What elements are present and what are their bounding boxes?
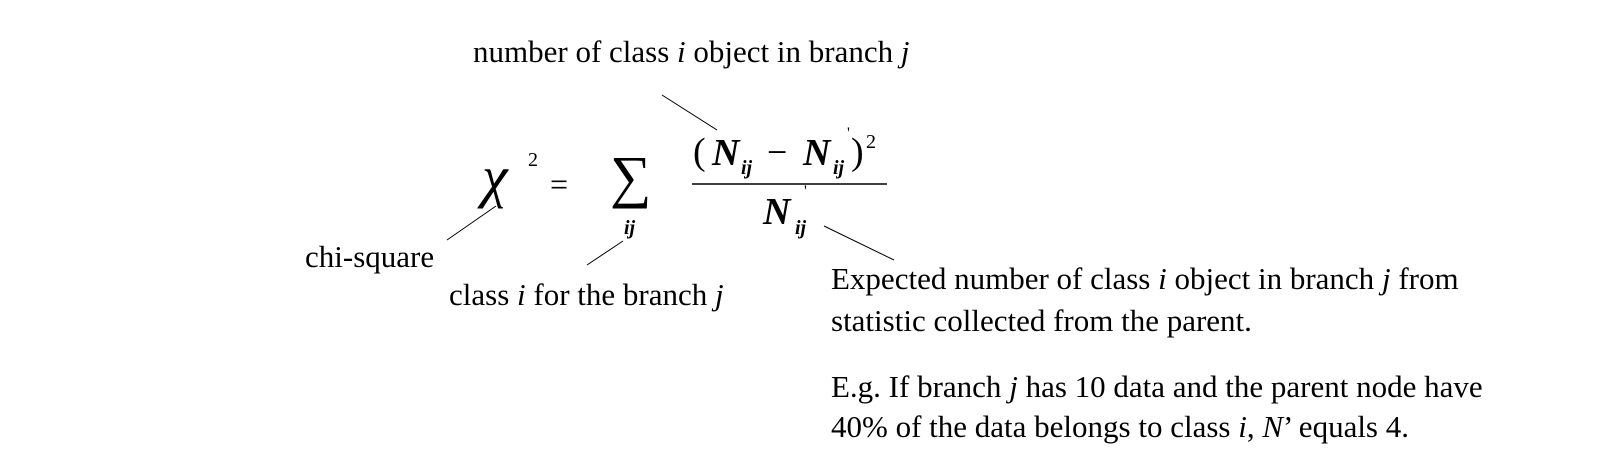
numerator-close-paren: ) — [851, 131, 864, 173]
denominator-pointer-line — [823, 225, 895, 261]
numerator-pointer-line — [661, 94, 718, 131]
equals-sign: = — [550, 166, 569, 202]
summation-pointer-line — [586, 240, 624, 266]
numerator-open-paren: ( — [693, 131, 706, 173]
chi-pointer-line — [446, 205, 497, 241]
numerator-subscript-2: ij — [833, 157, 845, 179]
denominator-subscript: ij — [795, 217, 807, 239]
chi-symbol: χ — [482, 144, 508, 209]
numerator-annotation: number of class i object in branch j — [473, 34, 910, 69]
summation-subscript: ij — [624, 217, 636, 239]
example-line-1: E.g. If branch j has 10 data and the par… — [831, 369, 1483, 404]
chi-square-annotation: chi-square — [305, 239, 435, 274]
chi-exponent: 2 — [528, 149, 538, 171]
denominator-prime-mark: ' — [804, 183, 807, 200]
minus-sign: − — [767, 132, 788, 172]
denominator-N: N — [763, 191, 791, 233]
summation-annotation: class i for the branch j — [449, 277, 724, 312]
numerator-N: N — [712, 132, 740, 174]
numerator-exponent: 2 — [866, 131, 876, 153]
numerator-prime-mark: ' — [847, 125, 850, 142]
numerator-N-prime: N — [803, 132, 831, 174]
example-line-2: 40% of the data belongs to class i, N’ e… — [831, 409, 1409, 444]
denominator-annotation-line-1: Expected number of class i object in bra… — [831, 261, 1459, 296]
summation-symbol: ∑ — [610, 144, 652, 209]
numerator-subscript-1: ij — [741, 157, 753, 179]
denominator-annotation-line-2: statistic collected from the parent. — [831, 303, 1252, 338]
